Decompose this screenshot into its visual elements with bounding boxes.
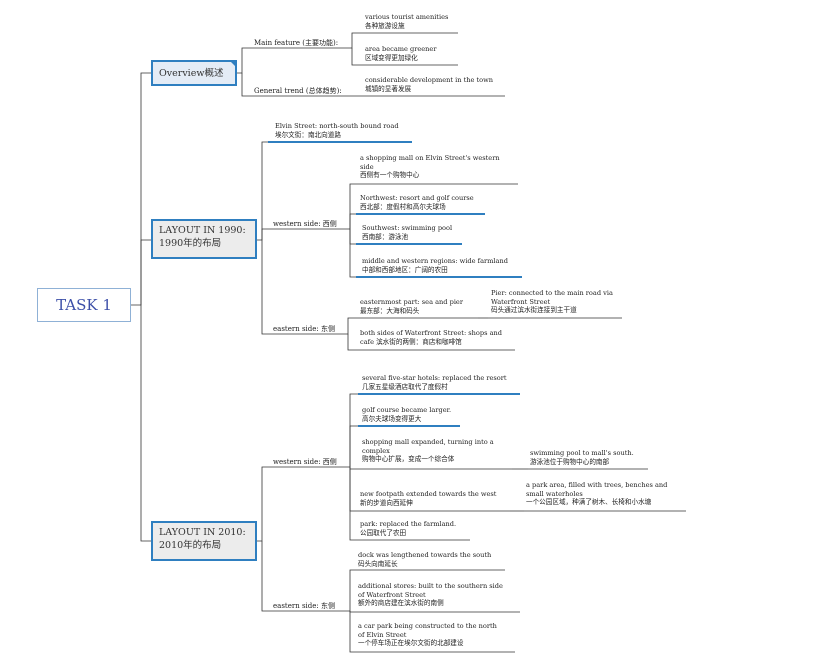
root-label: TASK 1 (56, 296, 112, 314)
layout-1990-label-en: LAYOUT IN 1990: (159, 225, 246, 236)
list-item[interactable]: various tourist amenities 各种旅游设施 (365, 13, 449, 30)
layout-2010-node[interactable]: LAYOUT IN 2010: 2010年的布局 (151, 521, 257, 561)
list-item[interactable]: Southwest: swimming pool 西南部：游泳池 (362, 224, 453, 241)
elvin-street-1990[interactable]: Elvin Street: north-south bound road 埃尔文… (275, 122, 399, 139)
list-item[interactable]: dock was lengthened towards the south 码头… (358, 551, 492, 568)
layout-2010-label-en: LAYOUT IN 2010: (159, 527, 246, 538)
list-item[interactable]: golf course became larger. 高尔夫球场变得更大 (362, 406, 452, 423)
western-side-1990-label[interactable]: western side: 西侧 (273, 220, 337, 228)
list-item[interactable]: area became greener 区域变得更加绿化 (365, 45, 437, 62)
list-item[interactable]: Northwest: resort and golf course 西北部：度假… (360, 194, 474, 211)
eastern-side-1990-label[interactable]: eastern side: 东侧 (273, 325, 335, 333)
list-item[interactable]: swimming pool to mall's south. 游泳池位于购物中心… (530, 449, 634, 466)
overview-node[interactable]: Overview概述 (151, 60, 237, 86)
layout-1990-label-zh: 1990年的布局 (159, 238, 222, 249)
western-side-2010-label[interactable]: western side: 西侧 (273, 458, 337, 466)
list-item[interactable]: Pier: connected to the main road via Wat… (491, 289, 613, 315)
root-task1[interactable]: TASK 1 (37, 288, 131, 322)
general-trend-label[interactable]: General trend (总体趋势): (254, 87, 342, 95)
list-item[interactable]: both sides of Waterfront Street: shops a… (360, 329, 502, 346)
list-item[interactable]: new footpath extended towards the west 新… (360, 490, 497, 507)
list-item[interactable]: middle and western regions: wide farmlan… (362, 257, 508, 274)
note-corner-icon (229, 60, 237, 68)
list-item[interactable]: a shopping mall on Elvin Street's wester… (360, 154, 500, 180)
list-item[interactable]: shopping mall expanded, turning into a c… (362, 438, 494, 464)
main-feature-label[interactable]: Main feature (主要功能): (254, 39, 339, 47)
list-item[interactable]: additional stores: built to the southern… (358, 582, 503, 608)
layout-2010-label-zh: 2010年的布局 (159, 540, 222, 551)
layout-1990-node[interactable]: LAYOUT IN 1990: 1990年的布局 (151, 219, 257, 259)
list-item[interactable]: a car park being constructed to the nort… (358, 622, 497, 648)
list-item[interactable]: several five-star hotels: replaced the r… (362, 374, 507, 391)
list-item[interactable]: park: replaced the farmland. 公园取代了农田 (360, 520, 457, 537)
list-item[interactable]: a park area, filled with trees, benches … (526, 481, 668, 507)
overview-label: Overview概述 (159, 67, 224, 79)
list-item[interactable]: easternmost part: sea and pier 最东部：大海和码头 (360, 298, 463, 315)
eastern-side-2010-label[interactable]: eastern side: 东侧 (273, 602, 335, 610)
list-item[interactable]: considerable development in the town 城镇的… (365, 76, 493, 93)
